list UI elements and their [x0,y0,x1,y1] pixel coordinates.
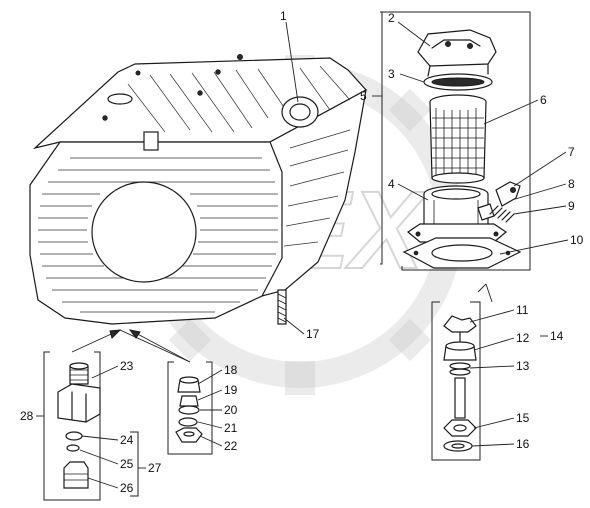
fuel-tank [29,54,367,325]
tap-handle [443,315,477,333]
callout-1: 1 [280,9,287,23]
callout-4: 4 [388,177,395,191]
callout-18: 18 [224,363,238,377]
tank-top-port [107,93,133,105]
callout-25: 25 [120,457,134,471]
callout-16: 16 [516,437,530,451]
callout-14: 14 [550,329,564,343]
callout-6: 6 [540,93,547,107]
callout-19: 19 [224,383,238,397]
callout-23: 23 [120,359,134,373]
leader-lines [36,21,569,489]
callout-20: 20 [224,403,238,417]
callout-21: 21 [224,421,238,435]
tap-nut [443,419,477,437]
part-19 [179,395,199,407]
callout-12: 12 [516,331,530,345]
callout-9: 9 [568,199,575,213]
tank-front-hatching [38,157,278,313]
callout-27: 27 [148,461,162,475]
tank-drain-bracket [143,131,159,151]
callout-26: 26 [120,481,134,495]
callout-10: 10 [570,233,584,247]
part-21 [178,417,198,427]
part-25 [66,444,80,452]
callout-22: 22 [224,439,238,453]
tank-end-boss [91,181,197,283]
tap-washer [443,440,473,452]
retainer-chain [489,181,521,223]
tank-side-hatching [283,129,351,247]
flange-gasket [402,237,522,269]
callout-3: 3 [388,67,395,81]
filler-neck [281,96,319,128]
strainer-mesh [429,94,487,184]
callout-17: 17 [306,327,320,341]
drain-plug-assembly [128,329,213,455]
tap-stem [454,377,466,419]
callout-7: 7 [568,145,575,159]
callout-11: 11 [516,303,529,317]
filter-assembly [380,11,531,271]
callout-8: 8 [568,177,575,191]
washer-20 [178,405,200,415]
tap-spring [449,362,471,376]
callout-28: 28 [20,409,34,423]
callout-2: 2 [388,11,395,25]
tank-spring [277,289,287,325]
fitting-assembly [43,329,191,501]
nut-26 [63,461,89,489]
callout-13: 13 [516,359,530,373]
callout-15: 15 [516,411,530,425]
callout-numbers: 1 2 3 4 5 6 7 8 9 10 11 12 13 14 15 16 1… [20,9,584,495]
filler-cap [417,29,497,67]
callout-24: 24 [120,433,134,447]
drain-tap-assembly [431,283,493,461]
part-22 [175,427,203,443]
washer-24 [65,431,83,441]
callout-5: 5 [360,89,367,103]
